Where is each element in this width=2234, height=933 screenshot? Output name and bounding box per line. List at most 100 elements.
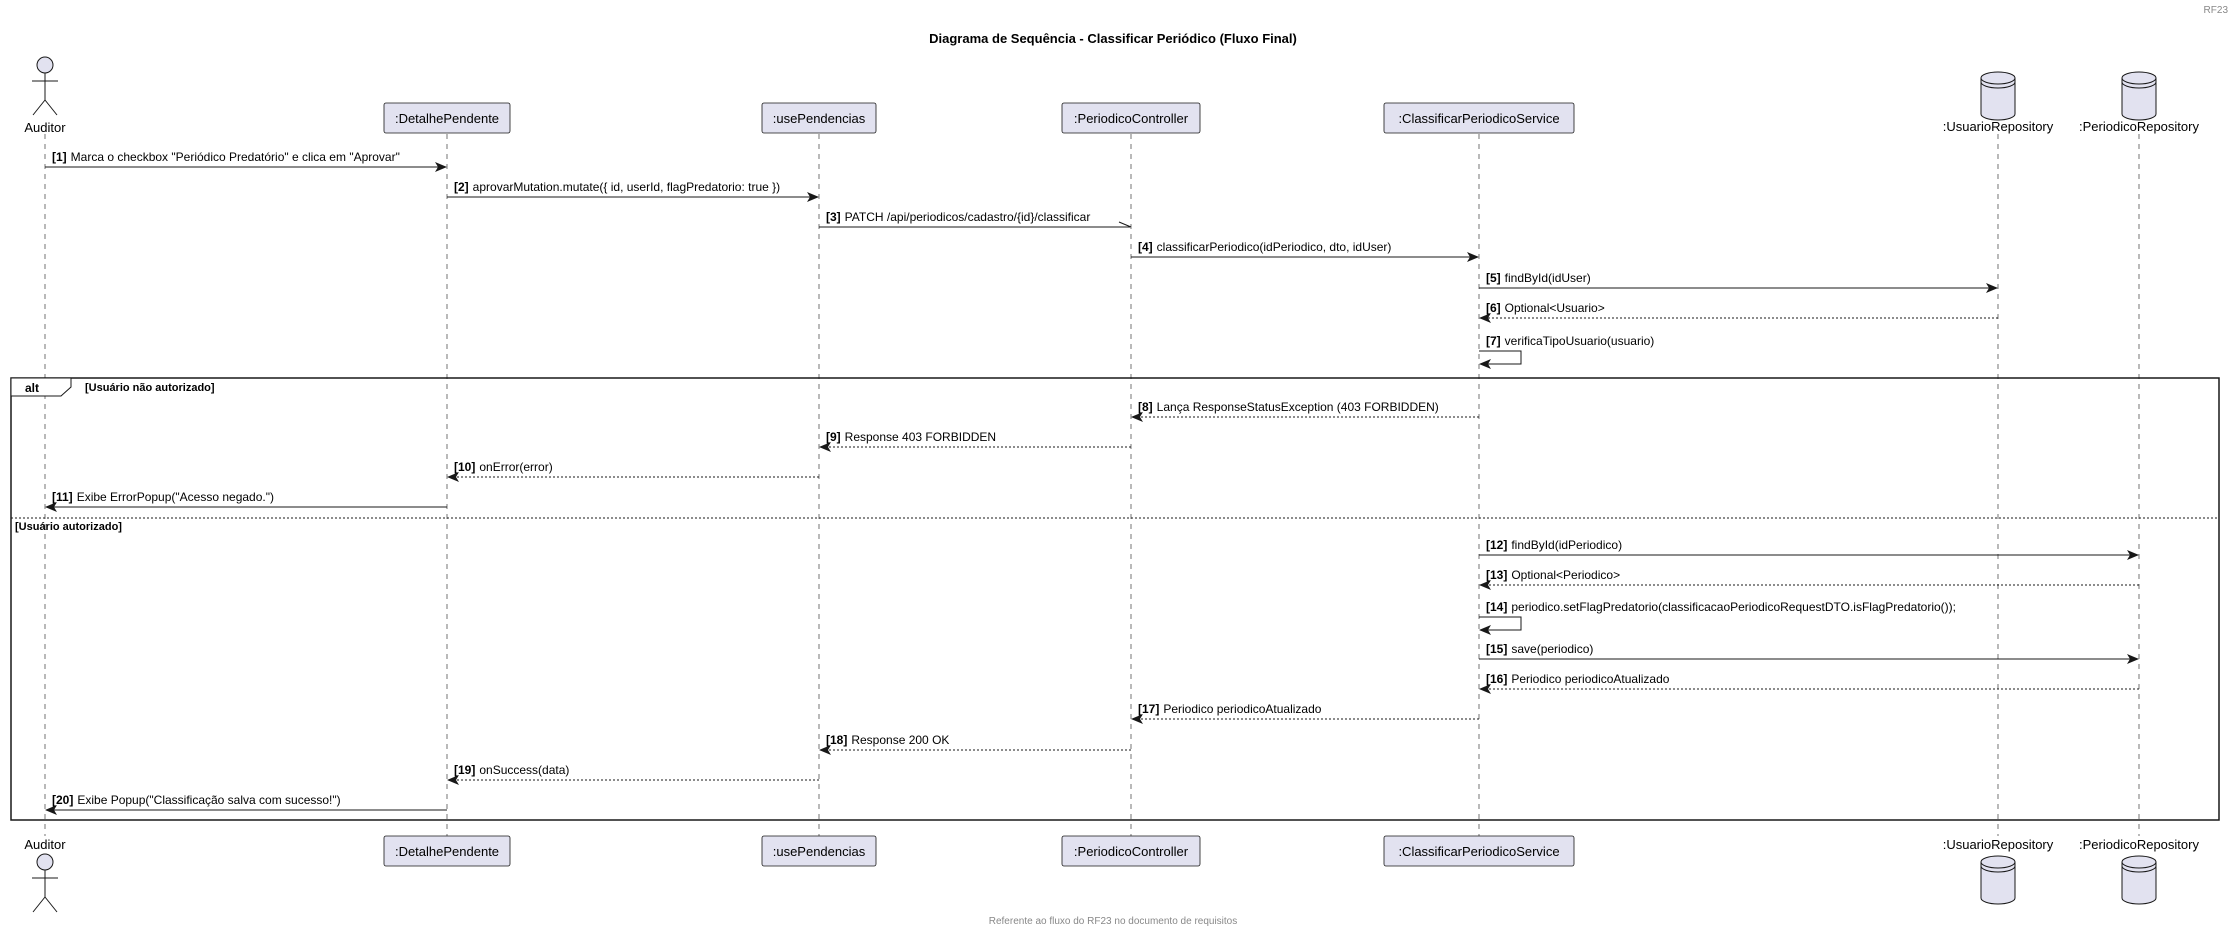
actor-icon <box>32 853 58 913</box>
message-15: [15]save(periodico) <box>1479 642 2139 664</box>
message-text: classificarPeriodico(idPeriodico, dto, i… <box>1157 240 1392 254</box>
message-text: onError(error) <box>479 460 552 474</box>
message-number: [2] <box>454 180 469 194</box>
message-number: [6] <box>1486 301 1501 315</box>
fragment-guard: [Usuário não autorizado] <box>85 382 215 394</box>
message-label: [3] PATCH /api/periodicos/cadastro/{id}/c… <box>826 210 1090 224</box>
message-label: [16] Periodico periodicoAtualizado <box>1486 672 1670 686</box>
message-label: [2] aprovarMutation.mutate({ id, userId, … <box>454 180 780 194</box>
participant-label: :PeriodicoController <box>1074 844 1189 859</box>
message-text: Periodico periodicoAtualizado <box>1163 702 1321 716</box>
fragment-keyword: alt <box>25 381 39 395</box>
message-label: [11]Exibe ErrorPopup("Acesso negado.") <box>52 490 274 504</box>
participants: AuditorAuditor:DetalhePendente:DetalhePe… <box>24 56 2199 913</box>
participant-bottom-service: :ClassificarPeriodicoService <box>1383 835 1575 867</box>
message-3: [3] PATCH /api/periodicos/cadastro/{id}/c… <box>819 210 1132 228</box>
message-7: [7]verificaTipoUsuario(usuario) <box>1479 334 1654 369</box>
message-text: aprovarMutation.mutate({ id, userId, fla… <box>473 180 781 194</box>
message-text: save(periodico) <box>1511 642 1593 656</box>
participant-box <box>1061 835 1201 867</box>
message-text: findById(idPeriodico) <box>1511 538 1622 552</box>
message-arrow <box>1479 350 1522 369</box>
message-label: [15]save(periodico) <box>1486 642 1593 656</box>
message-text: PATCH /api/periodicos/cadastro/{id}/clas… <box>845 210 1091 224</box>
participant-box <box>383 835 511 867</box>
message-1: [1]Marca o checkbox "Periódico Predatóri… <box>45 150 447 172</box>
message-17: [17]Periodico periodicoAtualizado <box>1131 702 1479 724</box>
message-11: [11]Exibe ErrorPopup("Acesso negado.") <box>45 490 447 512</box>
async-arrowhead <box>1118 221 1132 228</box>
participant-bottom-detalhe: :DetalhePendente <box>383 835 511 867</box>
database-icon <box>1980 855 2016 905</box>
message-text: onSuccess(data) <box>479 763 569 777</box>
message-label: [7]verificaTipoUsuario(usuario) <box>1486 334 1654 348</box>
message-text: Periodico periodicoAtualizado <box>1511 672 1669 686</box>
participant-label: :PeriodicoController <box>1074 111 1189 126</box>
participant-box <box>1383 102 1575 134</box>
message-number: [3] <box>826 210 841 224</box>
participant-label: :PeriodicoRepository <box>2079 119 2199 134</box>
fragment-tab <box>10 377 72 397</box>
participant-top-controller: :PeriodicoController <box>1061 102 1201 134</box>
participant-label: Auditor <box>24 120 66 135</box>
message-13: [13]Optional<Periodico> <box>1479 568 2139 590</box>
message-label: [10] onError(error) <box>454 460 553 474</box>
message-20: [20]Exibe Popup("Classificação salva com… <box>45 793 447 815</box>
participant-label: :usePendencias <box>773 844 866 859</box>
message-text: Response 403 FORBIDDEN <box>845 430 996 444</box>
message-label: [6] Optional<Usuario> <box>1486 301 1605 315</box>
message-label: [8]Lança ResponseStatusException (403 FO… <box>1138 400 1439 414</box>
message-4: [4] classificarPeriodico(idPeriodico, dto… <box>1131 240 1479 262</box>
participant-top-usepend: :usePendencias <box>761 102 877 134</box>
footer-note: Referente ao fluxo do RF23 no documento … <box>989 916 1238 927</box>
message-label: [14]periodico.setFlagPredatorio(classifi… <box>1486 600 1956 614</box>
participant-label: :UsuarioRepository <box>1943 119 2054 134</box>
database-icon <box>2121 71 2157 121</box>
message-number: [10] <box>454 460 475 474</box>
message-text: Response 200 OK <box>851 733 949 747</box>
message-number: [4] <box>1138 240 1153 254</box>
participant-top-service: :ClassificarPeriodicoService <box>1383 102 1575 134</box>
participant-label: :UsuarioRepository <box>1943 837 2054 852</box>
participant-box <box>761 102 877 134</box>
message-number: [12] <box>1486 538 1507 552</box>
participant-bottom-controller: :PeriodicoController <box>1061 835 1201 867</box>
message-text: Exibe ErrorPopup("Acesso negado.") <box>77 490 274 504</box>
message-6: [6] Optional<Usuario> <box>1479 301 1998 323</box>
message-label: [19] onSuccess(data) <box>454 763 569 777</box>
message-text: verificaTipoUsuario(usuario) <box>1505 334 1655 348</box>
message-label: [17]Periodico periodicoAtualizado <box>1138 702 1322 716</box>
message-number: [8] <box>1138 400 1153 414</box>
lifelines <box>44 134 2140 836</box>
message-label: [12] findById(idPeriodico) <box>1486 538 1622 552</box>
message-2: [2] aprovarMutation.mutate({ id, userId, … <box>447 180 819 202</box>
participant-bottom-usepend: :usePendencias <box>761 835 877 867</box>
message-number: [16] <box>1486 672 1507 686</box>
participant-label: :DetalhePendente <box>395 844 499 859</box>
message-text: findById(idUser) <box>1505 271 1591 285</box>
participant-bottom-userrepo: :UsuarioRepository <box>1943 837 2054 905</box>
message-label: [13]Optional<Periodico> <box>1486 568 1620 582</box>
message-number: [5] <box>1486 271 1501 285</box>
message-14: [14]periodico.setFlagPredatorio(classifi… <box>1479 600 1956 635</box>
message-number: [1] <box>52 150 67 164</box>
participant-label: Auditor <box>24 837 66 852</box>
message-arrow <box>1479 616 1522 635</box>
message-text: Optional<Usuario> <box>1505 301 1605 315</box>
database-icon <box>1980 71 2016 121</box>
alt-fragment: alt[Usuário não autorizado][Usuário auto… <box>10 377 2220 821</box>
fragment-frame <box>10 377 2220 821</box>
diagram-title: Diagrama de Sequência - Classificar Peri… <box>929 31 1297 46</box>
participant-box <box>383 102 511 134</box>
message-5: [5] findById(idUser) <box>1479 271 1998 293</box>
message-label: [18] Response 200 OK <box>826 733 949 747</box>
participant-box <box>761 835 877 867</box>
message-number: [19] <box>454 763 475 777</box>
message-19: [19] onSuccess(data) <box>447 763 819 785</box>
participant-box <box>1383 835 1575 867</box>
participant-box <box>1061 102 1201 134</box>
participant-label: :PeriodicoRepository <box>2079 837 2199 852</box>
header-note: RF23 <box>2204 5 2229 16</box>
message-number: [18] <box>826 733 847 747</box>
message-number: [9] <box>826 430 841 444</box>
